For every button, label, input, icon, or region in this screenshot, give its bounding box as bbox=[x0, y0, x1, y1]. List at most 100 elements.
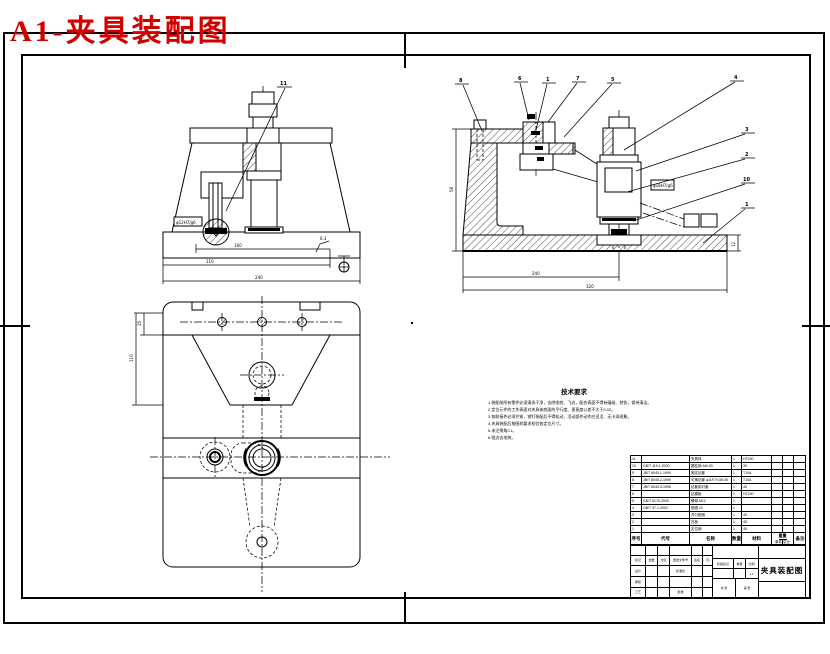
bom-cell: 1 bbox=[631, 526, 641, 533]
bom-cell: 5 bbox=[631, 498, 641, 505]
bom-cell bbox=[782, 470, 793, 477]
bom-cell bbox=[782, 456, 793, 463]
bom-cell: 1 bbox=[731, 456, 741, 463]
title-block-spacer bbox=[713, 546, 758, 559]
bom-header-code: 代号 bbox=[641, 533, 689, 545]
bom-header-row: 序号 代号 名称 数量 材料 重量 单件 总计 备注 bbox=[631, 533, 805, 545]
title-block-cell: 标准化 bbox=[669, 566, 691, 576]
technical-requirements: 技术要求 1.装配前所有零件必须清洗干净，去除毛刺、飞边，配合表面不得有磕碰、划… bbox=[488, 386, 660, 441]
bom-cell bbox=[782, 491, 793, 498]
bom-cell: 10 bbox=[631, 463, 641, 470]
bom-cell: 45 bbox=[741, 526, 771, 533]
bom-cell: GB/T 119.1-2000 bbox=[641, 463, 689, 470]
svg-text:10: 10 bbox=[743, 177, 750, 183]
tech-requirement-item: 5.未注倒角C1。 bbox=[488, 428, 517, 433]
bom-cell bbox=[741, 498, 771, 505]
drawing-title: 夹具装配图 bbox=[759, 559, 805, 582]
bom-cell bbox=[771, 456, 782, 463]
bom-cell: 1 bbox=[731, 484, 741, 491]
title-block-cell: 设计 bbox=[634, 568, 641, 573]
bom-cell: 圆柱销 A8×30 bbox=[689, 463, 731, 470]
bom-cell: 1 bbox=[731, 526, 741, 533]
scale-label: 比例 bbox=[745, 559, 757, 568]
svg-text:5: 5 bbox=[611, 77, 615, 83]
weight-value bbox=[733, 569, 745, 578]
bom-cell bbox=[782, 463, 793, 470]
bom-cell: 1 bbox=[731, 505, 741, 512]
bom-cell: 9 bbox=[631, 470, 641, 477]
dim-top-35: 35 bbox=[137, 320, 142, 326]
bom-cell bbox=[793, 498, 806, 505]
bom-cell: JB/T 8045.1-1999 bbox=[641, 470, 689, 477]
tech-requirement-item: 4.夹具装配后按图样要求检验各定位尺寸。 bbox=[488, 421, 564, 426]
tech-requirement-item: 3.各联接件必须拧紧，销钉装配后不得松动，活动部件动作应灵活、无卡滞现象。 bbox=[488, 414, 632, 419]
bom-cell bbox=[782, 484, 793, 491]
scale-value: 1:1 bbox=[745, 569, 757, 578]
section-balloons-right: 3 2 10 1 bbox=[626, 127, 755, 244]
bom-cell bbox=[641, 456, 689, 463]
dim-front-110: 110 bbox=[206, 259, 214, 264]
drawing-code-cell bbox=[759, 546, 805, 559]
weight-label: 重量 bbox=[733, 559, 745, 568]
bom-cell: 7 bbox=[631, 484, 641, 491]
bom-cell bbox=[641, 512, 689, 519]
title-block-right: 夹具装配图 bbox=[759, 546, 805, 597]
bom-cell bbox=[771, 526, 782, 533]
bom-cell bbox=[771, 512, 782, 519]
svg-text:1: 1 bbox=[745, 202, 749, 208]
bom-cell: JB/T 8045.3-1995 bbox=[641, 484, 689, 491]
sheet-number-label: 第 张 bbox=[735, 579, 758, 597]
dim-front-160: 160 bbox=[234, 243, 242, 248]
title-block-cell bbox=[669, 577, 691, 587]
bom-cell bbox=[793, 484, 806, 491]
tech-requirement-item: 1.装配前所有零件必须清洗干净，去除毛刺、飞边，配合表面不得有磕碰、划伤，保持清… bbox=[488, 400, 652, 405]
bom-cell: 夹具体 bbox=[689, 456, 731, 463]
bom-header-weight: 重量 单件 总计 bbox=[771, 533, 793, 545]
bom-cell bbox=[782, 512, 793, 519]
bom-cell bbox=[793, 526, 806, 533]
bom-cell bbox=[641, 519, 689, 526]
bom-cell: GB/T 6170-2000 bbox=[641, 498, 689, 505]
bom-header-name: 名称 bbox=[689, 533, 731, 545]
bom-cell bbox=[641, 526, 689, 533]
title-block-cell bbox=[645, 588, 657, 597]
bom-cell bbox=[641, 491, 689, 498]
section-balloons-top: 8 6 1 7 5 4 bbox=[455, 75, 744, 151]
bom-cell: 1 bbox=[731, 477, 741, 484]
bom-cell bbox=[793, 470, 806, 477]
title-block-cell bbox=[645, 577, 657, 587]
svg-text:7: 7 bbox=[576, 76, 580, 82]
balloon-front: 11 bbox=[280, 81, 287, 87]
sheet-count-label: 共 张 bbox=[720, 586, 728, 590]
bom-cell: 钻套用衬套 bbox=[689, 484, 731, 491]
bom-cell bbox=[782, 505, 793, 512]
tech-requirement-item: 6.锐边去毛刺。 bbox=[488, 435, 516, 440]
drawing-title-red: A1-夹具装配图 bbox=[10, 15, 231, 48]
bom-cell: 压板 bbox=[689, 519, 731, 526]
title-block-cell: 更改文件号 bbox=[669, 556, 691, 565]
title-block-cell: 审核 bbox=[634, 579, 641, 584]
title-block-cell: 处数 bbox=[645, 556, 657, 565]
bom-cell bbox=[782, 477, 793, 484]
bom-header-qty: 数量 bbox=[731, 533, 741, 545]
front-fit-label: φ12H7/g6 bbox=[176, 220, 196, 225]
bom-header-total: 总计 bbox=[782, 540, 790, 545]
bom-header-material: 材料 bbox=[741, 533, 771, 545]
top-view: 35 110 bbox=[129, 296, 390, 592]
surface-roughness-label: 6.3 bbox=[320, 236, 327, 241]
bom-cell bbox=[771, 491, 782, 498]
bom-cell bbox=[793, 456, 806, 463]
bom-cell: 钻模板 bbox=[689, 491, 731, 498]
bom-cell bbox=[771, 477, 782, 484]
bom-cell bbox=[782, 519, 793, 526]
stage-mark-value bbox=[713, 569, 733, 578]
bom-cell bbox=[793, 491, 806, 498]
title-block-cell bbox=[657, 588, 669, 597]
